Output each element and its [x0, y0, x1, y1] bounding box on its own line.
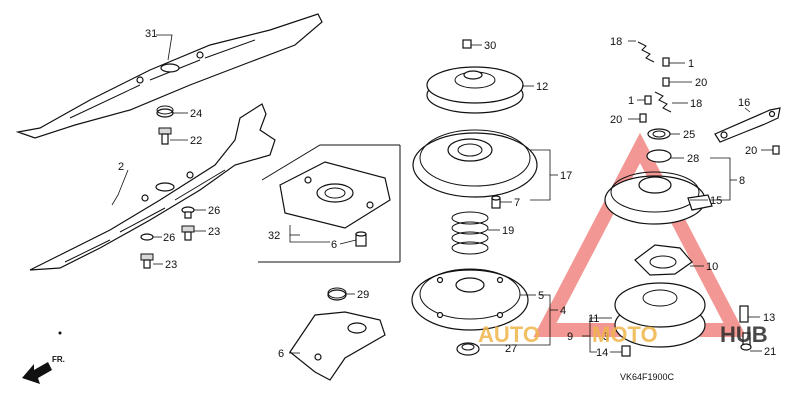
bolt-20c — [772, 145, 780, 155]
callout-20-upper: 20 — [695, 77, 707, 89]
callout-24: 24 — [190, 108, 202, 120]
callout-7: 7 — [514, 197, 520, 209]
callout-20-right: 20 — [745, 145, 757, 157]
bolt-1a — [662, 57, 670, 67]
inset-box-32 — [258, 144, 401, 263]
callout-9: 9 — [567, 331, 573, 343]
watermark-text: AUTO MOTO HUB — [478, 322, 768, 347]
callout-22: 22 — [190, 135, 202, 147]
bolt-20a — [662, 77, 670, 87]
cap-30 — [462, 39, 472, 49]
spring-19 — [451, 211, 489, 255]
pulley-12 — [426, 66, 524, 114]
washer-25 — [647, 128, 671, 140]
watermark-part-b: MOTO — [592, 322, 658, 347]
watermark-part-c: HUB — [720, 322, 768, 347]
callout-14: 14 — [596, 347, 608, 359]
callout-28: 28 — [687, 153, 699, 165]
bolt-13 — [739, 305, 749, 323]
housing-5 — [411, 268, 529, 331]
callout-11: 11 — [588, 313, 599, 325]
callout-1-lower: 1 — [628, 95, 634, 107]
diagram-code: VK64F1900C — [620, 372, 675, 382]
callout-31: 31 — [145, 28, 157, 40]
nut-24 — [156, 105, 174, 118]
callout-25: 25 — [683, 129, 695, 141]
callout-5: 5 — [538, 290, 544, 302]
arm-16 — [714, 107, 781, 143]
blade-2 — [29, 103, 276, 271]
front-direction-arrow-icon — [22, 362, 52, 384]
callout-18-lower: 18 — [690, 98, 702, 110]
callout-13: 13 — [763, 312, 775, 324]
callout-27: 27 — [505, 343, 517, 355]
front-direction-label: FR. — [52, 355, 65, 364]
dot-marker — [58, 331, 62, 335]
callout-26-upper: 26 — [208, 205, 220, 217]
callout-8: 8 — [739, 175, 745, 187]
bolt-7 — [491, 195, 501, 209]
callout-6-upper: 6 — [331, 239, 337, 251]
brake-plate-17 — [412, 129, 538, 198]
gasket-10 — [634, 244, 693, 276]
callout-4: 4 — [560, 305, 566, 317]
callout-20-middle: 20 — [610, 114, 622, 126]
holder-6b — [289, 311, 386, 381]
bolt-14 — [621, 345, 631, 357]
washer-26a — [181, 206, 195, 219]
callout-23-upper: 23 — [208, 226, 220, 238]
callout-12: 12 — [536, 81, 548, 93]
callout-15: 15 — [710, 195, 722, 207]
bushing-6a — [355, 231, 367, 247]
callout-21: 21 — [764, 346, 776, 358]
blade-31 — [15, 13, 323, 139]
bolt-1b — [644, 95, 652, 105]
callout-10: 10 — [706, 261, 718, 273]
housing-3 — [614, 282, 706, 348]
bearing-27 — [456, 342, 480, 356]
callout-26-lower: 26 — [163, 232, 175, 244]
callout-29: 29 — [357, 289, 369, 301]
watermark-part-a: AUTO — [478, 322, 540, 347]
callout-3: 3 — [603, 331, 609, 343]
spring-18a — [637, 41, 655, 63]
bearing-28 — [646, 149, 672, 163]
spring-18b — [654, 91, 672, 113]
washer-26b — [140, 233, 154, 241]
callout-30: 30 — [484, 40, 496, 52]
clutch-plate-15 — [604, 171, 713, 225]
callout-1-upper: 1 — [688, 58, 694, 70]
callout-6-lower: 6 — [278, 348, 284, 360]
callout-2: 2 — [118, 161, 124, 173]
bolt-20b — [639, 113, 647, 123]
bolt-23a — [181, 225, 195, 241]
callout-19: 19 — [502, 225, 514, 237]
washer-29 — [327, 287, 347, 301]
bolt-23b — [140, 253, 154, 269]
callout-18-upper: 18 — [610, 36, 622, 48]
callout-16: 16 — [738, 97, 750, 109]
callout-23-lower: 23 — [165, 259, 177, 271]
callout-17: 17 — [560, 170, 572, 182]
callout-32: 32 — [268, 230, 280, 242]
leader-lines — [111, 34, 773, 354]
bolt-21 — [740, 332, 752, 351]
bolt-22 — [158, 127, 172, 145]
